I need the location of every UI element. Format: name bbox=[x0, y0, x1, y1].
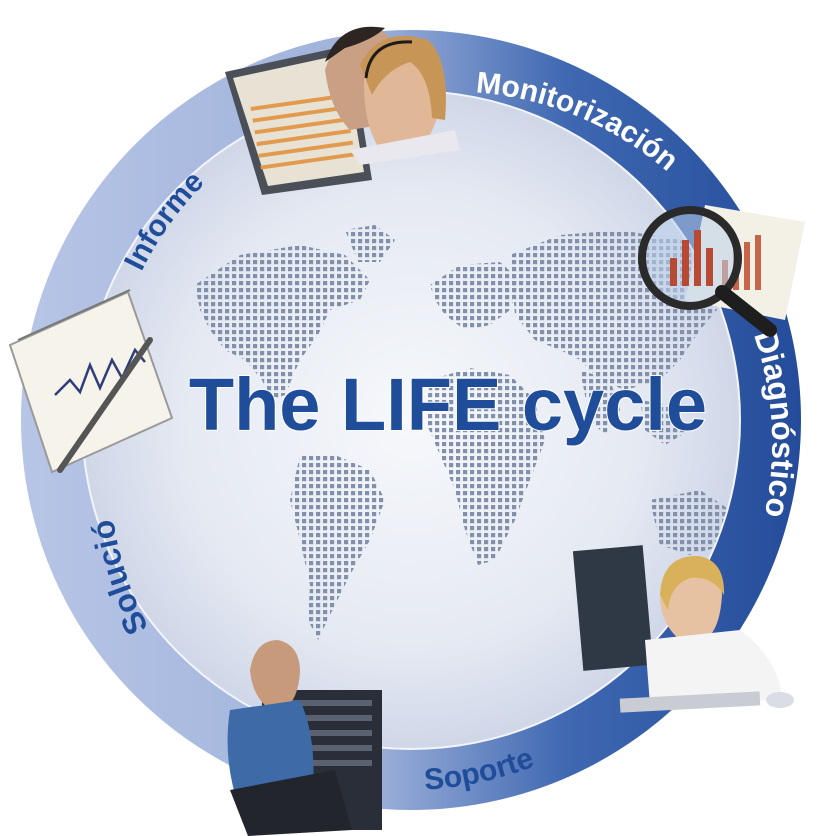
notepad-chart-photo bbox=[8, 289, 174, 474]
headset-operator-photo bbox=[572, 545, 794, 713]
keyboard-icon bbox=[619, 691, 761, 713]
map-south-asia bbox=[580, 370, 620, 435]
map-greenland bbox=[345, 225, 395, 262]
map-north-america bbox=[195, 245, 370, 400]
map-europe bbox=[430, 262, 520, 330]
technician-server-photo bbox=[227, 640, 382, 836]
map-southeast-asia bbox=[640, 400, 690, 445]
magnifying-glass-chart-photo bbox=[638, 205, 805, 337]
operator-shirt bbox=[645, 630, 782, 705]
map-south-america bbox=[290, 455, 385, 640]
monitor-table-rows bbox=[250, 93, 356, 170]
headset-icon bbox=[364, 40, 413, 79]
magnifying-glass-icon bbox=[638, 206, 742, 310]
pen-icon bbox=[57, 337, 153, 473]
notepad-spiral bbox=[17, 289, 131, 341]
diagram-title: The LIFE cycle bbox=[189, 363, 707, 446]
agent-shirt bbox=[350, 130, 460, 165]
operator-monitor bbox=[572, 545, 654, 671]
notepad-icon bbox=[8, 290, 174, 474]
notepad-line-graph bbox=[54, 347, 146, 396]
map-africa bbox=[425, 368, 545, 565]
magnifier-handle bbox=[715, 285, 777, 337]
mouse-icon bbox=[766, 692, 794, 708]
laptop-icon bbox=[230, 770, 352, 836]
technician bbox=[250, 640, 300, 708]
call-center-agents-photo bbox=[225, 26, 460, 195]
map-australia bbox=[650, 490, 730, 555]
